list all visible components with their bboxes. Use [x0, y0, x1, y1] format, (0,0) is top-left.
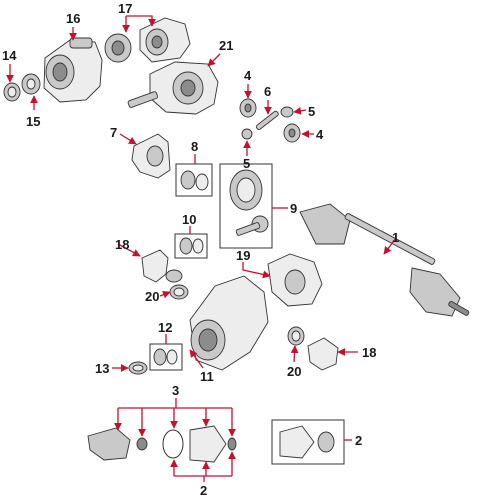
callout-8: 8 [191, 139, 198, 154]
axle-shaft-part [299, 203, 470, 317]
differential-case-part [131, 133, 171, 179]
ring-pinion-box-9 [219, 163, 273, 249]
callout-17: 17 [118, 1, 132, 16]
callout-14: 14 [2, 48, 17, 63]
bearing-part-8 [180, 170, 209, 191]
oil-seal-part-lower [287, 326, 305, 346]
pinion-gear-part-upper [239, 98, 257, 118]
bearing-part-15 [21, 73, 41, 95]
callout-12: 12 [158, 320, 172, 335]
callout-4-upper: 4 [244, 68, 252, 83]
callout-10: 10 [182, 212, 196, 227]
callout-5-lower: 5 [243, 156, 250, 171]
callout-5-upper: 5 [308, 104, 315, 119]
cv-joint-part [87, 427, 148, 461]
callout-9: 9 [290, 201, 297, 216]
callout-20-upper: 20 [145, 289, 159, 304]
carrier-housing-part [189, 275, 269, 371]
rear-differential-assembly-part [127, 61, 219, 115]
cv-boot-part [189, 425, 227, 463]
oil-seal-part-upper [169, 284, 189, 300]
callout-7: 7 [110, 125, 117, 140]
differential-housing-part [43, 37, 103, 103]
leader-lines [6, 15, 397, 482]
callout-18-lower: 18 [362, 345, 376, 360]
callout-20-lower: 20 [287, 364, 301, 379]
bearing-part-10 [179, 237, 204, 255]
seal-part-12 [153, 348, 178, 366]
washer-part-5-lower [241, 128, 253, 140]
o-ring-part-13 [128, 361, 148, 375]
cv-boot-kit-part [279, 425, 335, 459]
callout-6: 6 [264, 84, 271, 99]
side-gear-part-4 [283, 123, 301, 143]
gear-set-part [104, 17, 191, 63]
callout-2-bottom: 2 [200, 483, 207, 498]
callout-1: 1 [392, 230, 399, 245]
companion-flange-part-lower [307, 337, 339, 371]
cv-boot-clamp-part [162, 429, 184, 459]
boot-kit-box-2 [271, 419, 345, 465]
ring-gear-part [229, 169, 263, 211]
differential-cover-part [267, 253, 323, 307]
washer-part-5-upper [280, 106, 294, 118]
callout-labels: 16 17 14 15 21 4 6 5 4 7 8 5 9 10 18 1 1… [2, 1, 399, 498]
callout-2-right: 2 [355, 433, 362, 448]
seal-part-14 [3, 82, 21, 102]
bearing-kit-box-8 [175, 163, 213, 197]
callout-21: 21 [219, 38, 233, 53]
callout-19: 19 [236, 248, 250, 263]
boot-clamp-small-part [227, 437, 237, 451]
pinion-shaft-part [255, 110, 279, 131]
drive-pinion-part [235, 215, 269, 236]
callout-15: 15 [26, 114, 40, 129]
callout-18-upper: 18 [115, 237, 129, 252]
companion-flange-part-upper [141, 249, 183, 283]
callout-3: 3 [172, 383, 179, 398]
bearing-kit-box-10 [174, 233, 208, 259]
callout-11: 11 [200, 369, 214, 384]
callout-4-lower: 4 [316, 127, 324, 142]
callout-13: 13 [95, 361, 109, 376]
callout-16: 16 [66, 11, 80, 26]
